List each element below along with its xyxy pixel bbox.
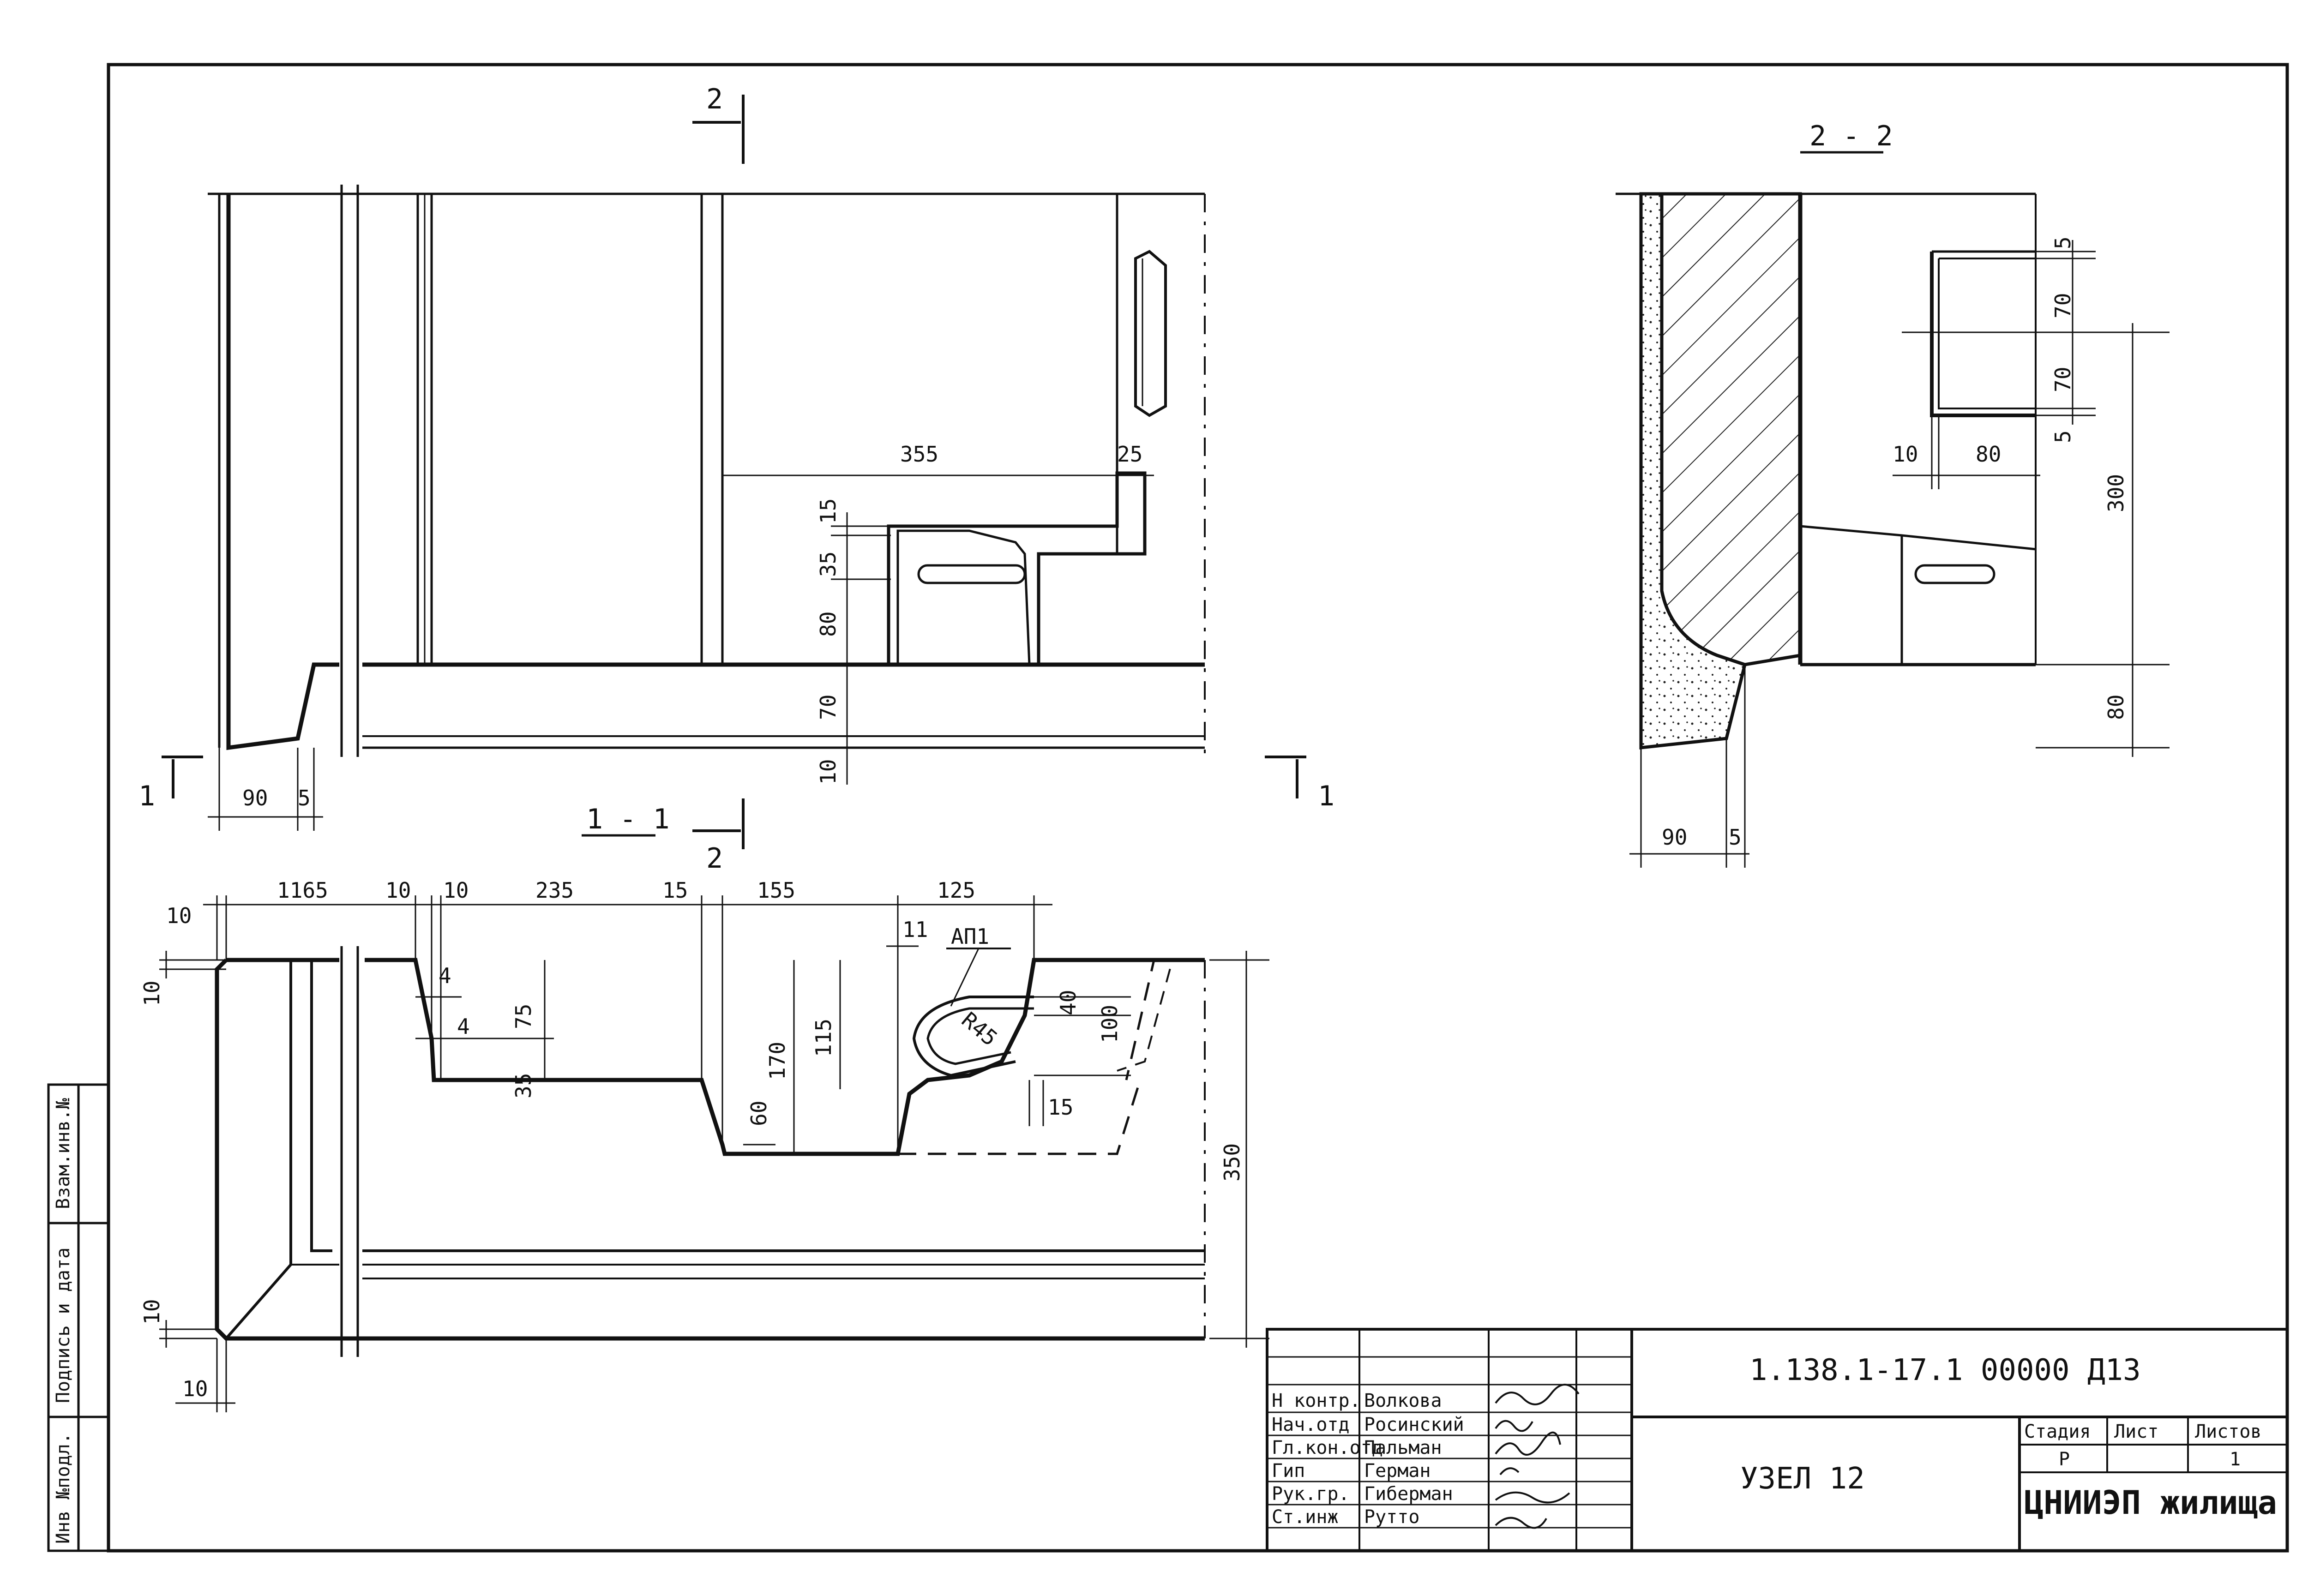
staff-name: Волкова xyxy=(1364,1390,1442,1411)
mark-1-left: 1 xyxy=(138,780,155,812)
dim-5b-s22: 5 xyxy=(2050,430,2075,443)
staff-list: Н контр. Волкова Нач.отд Росинский Гл.ко… xyxy=(1272,1390,1464,1528)
staff-name: Росинский xyxy=(1364,1414,1464,1435)
section-1-1-view xyxy=(215,946,1206,1357)
section-2-2-view xyxy=(1616,192,2037,750)
staff-role: Рук.гр. xyxy=(1272,1483,1350,1505)
dim-15-elev: 15 xyxy=(816,498,841,524)
dim-80b-s22: 80 xyxy=(2104,695,2128,720)
dim-10-bottom: 10 xyxy=(182,1376,208,1401)
dim-10-bottom-v: 10 xyxy=(139,1299,164,1325)
dim-10-left: 10 xyxy=(166,903,192,928)
side-stamp-podpis: Подпись и дата xyxy=(53,1248,74,1403)
dim-5a-s22: 5 xyxy=(2050,236,2075,249)
mark-1-right: 1 xyxy=(1318,780,1334,812)
staff-name: Рутто xyxy=(1364,1506,1419,1528)
mark-2-top: 2 xyxy=(706,83,723,115)
dim-5-elev: 5 xyxy=(298,786,311,810)
dim-355: 355 xyxy=(900,442,938,467)
staff-name: Герман xyxy=(1364,1460,1431,1482)
staff-name: Гиберман xyxy=(1364,1483,1453,1505)
dim-90-s22: 90 xyxy=(1662,825,1687,850)
section-1-1-dim-lines xyxy=(159,895,1269,1412)
section-2-2-dim-lines xyxy=(1629,240,2170,868)
staff-name: Пальман xyxy=(1364,1437,1442,1458)
dim-10-left-v: 10 xyxy=(139,981,164,1006)
dim-15b: 15 xyxy=(1048,1095,1073,1120)
elevation-view xyxy=(208,185,1206,762)
dim-75: 75 xyxy=(511,1004,536,1029)
staff-role: Н контр. xyxy=(1272,1390,1361,1411)
dim-70a-s22: 70 xyxy=(2050,293,2075,318)
staff-role: Гл.кон.отд xyxy=(1272,1437,1383,1458)
dim-125: 125 xyxy=(937,878,975,903)
staff-role: Нач.отд xyxy=(1272,1414,1350,1435)
dim-155: 155 xyxy=(757,878,795,903)
side-stamp xyxy=(47,1083,110,1552)
cut-1-1-label: 1 - 1 xyxy=(586,803,670,835)
mark-2-bottom: 2 xyxy=(706,842,723,875)
dim-90-elev: 90 xyxy=(242,786,268,810)
organization: ЦНИИЭП жилища xyxy=(2024,1484,2277,1522)
doc-code: 1.138.1-17.1 00000 Д13 xyxy=(1749,1353,2141,1387)
dim-10-s22: 10 xyxy=(1893,442,1918,467)
dim-4b: 4 xyxy=(457,1014,470,1039)
dim-35-s11: 35 xyxy=(511,1073,536,1098)
elevation-dim-lines xyxy=(208,474,1154,831)
dim-300-s22: 300 xyxy=(2104,474,2128,512)
dim-70b-s22: 70 xyxy=(2050,367,2075,392)
dim-4a: 4 xyxy=(439,963,451,988)
sheet-label: Лист xyxy=(2114,1421,2158,1442)
dim-11: 11 xyxy=(902,917,928,942)
cut-2-2-label: 2 - 2 xyxy=(1809,120,1893,152)
dim-r45: R45 xyxy=(957,1007,1002,1051)
dim-10-elev: 10 xyxy=(816,759,841,785)
stage-label: Стадия xyxy=(2024,1421,2091,1442)
dim-115: 115 xyxy=(811,1019,836,1057)
section-marks xyxy=(162,95,1306,849)
title-block xyxy=(1266,1328,2289,1552)
sheet-frame xyxy=(107,63,2289,1553)
dim-350: 350 xyxy=(1220,1143,1244,1182)
dim-10a-s11: 10 xyxy=(385,878,411,903)
ap1-label: АП1 xyxy=(951,924,989,949)
drawing-title: УЗЕЛ 12 xyxy=(1740,1462,1865,1496)
sheets-value: 1 xyxy=(2230,1449,2241,1470)
signatures xyxy=(1495,1384,1580,1529)
side-stamp-inv: Инв №подл. xyxy=(53,1433,74,1544)
dim-60: 60 xyxy=(746,1101,771,1126)
staff-role: Ст.инж xyxy=(1272,1506,1339,1528)
side-stamp-vzam: Взам.инв.№ xyxy=(53,1098,74,1209)
dim-235: 235 xyxy=(535,878,574,903)
dim-25: 25 xyxy=(1117,442,1142,467)
dim-40: 40 xyxy=(1056,990,1081,1015)
dim-5-s22: 5 xyxy=(1729,825,1742,850)
dim-10b-s11: 10 xyxy=(443,878,469,903)
staff-role: Гип xyxy=(1272,1460,1305,1482)
dim-1165: 1165 xyxy=(277,878,328,903)
dim-15-s11: 15 xyxy=(662,878,688,903)
dim-80-s22: 80 xyxy=(1976,442,2001,467)
dim-80-elev: 80 xyxy=(816,612,841,637)
dim-70-elev: 70 xyxy=(816,695,841,720)
dim-35-elev: 35 xyxy=(816,552,841,577)
dim-100: 100 xyxy=(1097,1005,1122,1043)
dim-170: 170 xyxy=(765,1042,790,1080)
sheets-label: Листов xyxy=(2195,1421,2262,1442)
stage-value: Р xyxy=(2059,1449,2070,1470)
